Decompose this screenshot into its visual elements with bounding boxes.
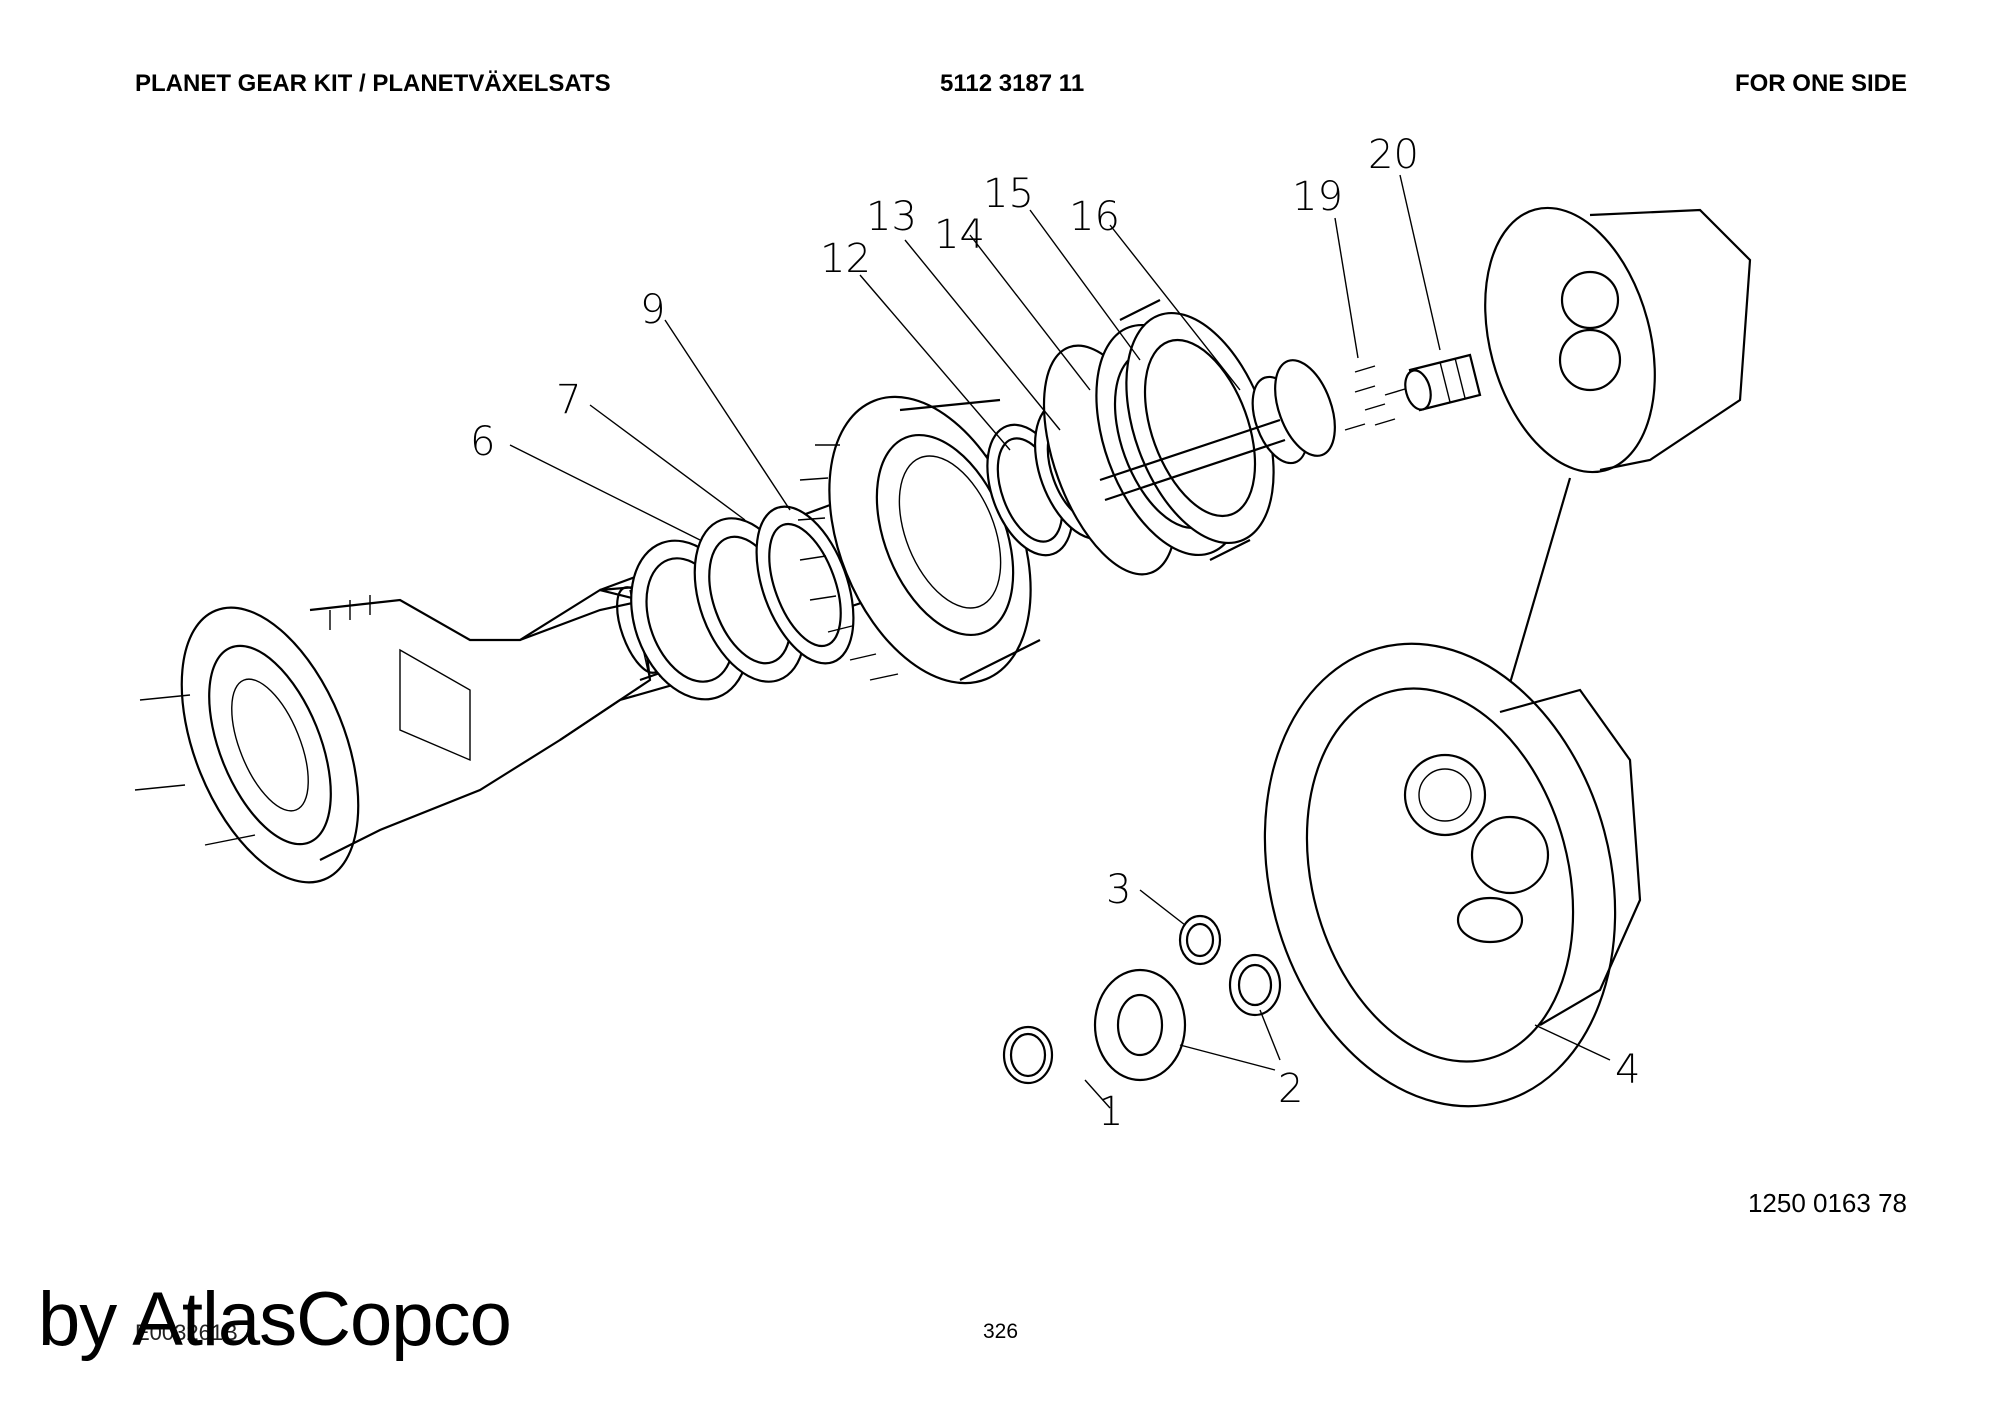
callouts: 1 2 3 4 6 7 9 12 13 14 15 16 19 20 [470, 132, 1640, 1135]
page-number: 326 [983, 1320, 1019, 1343]
callout-7: 7 [556, 377, 581, 423]
callout-14: 14 [934, 212, 985, 258]
callout-6: 6 [470, 419, 495, 465]
callout-15: 15 [983, 171, 1034, 217]
part-15-drum [1095, 299, 1275, 561]
reference-number: 1250 0163 78 [1747, 1188, 1907, 1218]
kit-part-number: 5112 3187 11 [940, 70, 1085, 97]
wheel-hub [797, 395, 1041, 685]
callout-9: 9 [640, 287, 665, 333]
scope-label: FOR ONE SIDE [1734, 70, 1907, 97]
part-16-flange [1099, 359, 1336, 502]
callout-12: 12 [820, 236, 871, 282]
planet-carrier-small [1484, 206, 1752, 474]
part-20-sun-gear [1404, 353, 1482, 412]
document-id: E003261B [135, 1320, 238, 1345]
callout-16: 16 [1069, 194, 1120, 240]
callout-13: 13 [866, 194, 917, 240]
callout-1: 1 [1098, 1089, 1123, 1135]
part-19-bolts [1344, 365, 1406, 431]
callout-19: 19 [1292, 174, 1343, 220]
callout-3: 3 [1106, 867, 1131, 913]
axle-housing [134, 578, 762, 884]
detail-arrow [1495, 477, 1572, 710]
part-1-circlip [1002, 1025, 1054, 1085]
callout-4: 4 [1615, 1047, 1640, 1093]
callout-20: 20 [1368, 132, 1419, 178]
page-title: PLANET GEAR KIT / PLANETVÄXELSATS [135, 70, 611, 97]
leader-lines [509, 174, 1611, 1109]
callout-2: 2 [1278, 1066, 1303, 1112]
part-4-planet-carrier [1263, 642, 1642, 1108]
brand-watermark: by AtlasCopco [38, 1277, 512, 1362]
part-3-washer [1178, 914, 1222, 966]
part-2-planet-gear [1093, 953, 1282, 1082]
